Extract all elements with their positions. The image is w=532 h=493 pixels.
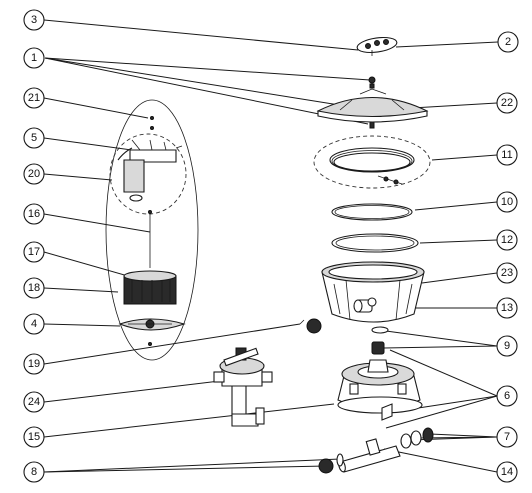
- callout-21: 21: [23, 87, 45, 109]
- callout-16: 16: [23, 203, 45, 225]
- callout-23: 23: [496, 262, 518, 284]
- callout-3: 3: [23, 9, 45, 31]
- part-bracket: [381, 403, 393, 421]
- callout-14: 14: [496, 461, 518, 483]
- part-end-caps: [318, 453, 344, 474]
- callout-18: 18: [23, 277, 45, 299]
- callout-13: 13: [496, 297, 518, 319]
- svg-text:22: 22: [501, 97, 513, 109]
- part-t-fitting: [338, 438, 401, 473]
- svg-text:3: 3: [31, 14, 37, 26]
- svg-text:19: 19: [28, 358, 40, 370]
- part-lid: [316, 88, 429, 123]
- svg-text:11: 11: [501, 149, 512, 161]
- callout-22: 22: [496, 92, 518, 114]
- svg-text:20: 20: [28, 168, 40, 180]
- callout-24: 24: [23, 391, 45, 413]
- part-screws: [368, 76, 376, 129]
- callout-1: 1: [23, 47, 45, 69]
- callout-8: 8: [23, 461, 45, 483]
- svg-text:15: 15: [28, 431, 40, 443]
- svg-text:12: 12: [501, 234, 513, 246]
- part-clamp-ring: [313, 135, 431, 189]
- callout-11: 11: [496, 144, 518, 166]
- part-internal-assembly: [105, 99, 199, 361]
- svg-text:8: 8: [31, 466, 37, 478]
- svg-text:6: 6: [504, 390, 510, 402]
- svg-text:13: 13: [501, 302, 513, 314]
- svg-text:5: 5: [31, 132, 37, 144]
- callout-6: 6: [496, 385, 518, 407]
- svg-text:17: 17: [28, 246, 40, 258]
- callout-9: 9: [496, 335, 518, 357]
- part-small-cap: [299, 318, 322, 334]
- part-multiport-valve: [213, 347, 273, 427]
- callout-12: 12: [496, 229, 518, 251]
- svg-text:16: 16: [28, 208, 40, 220]
- svg-text:4: 4: [31, 318, 37, 330]
- svg-text:7: 7: [504, 431, 510, 443]
- part-side-port: [353, 297, 377, 313]
- svg-text:14: 14: [501, 466, 513, 478]
- svg-text:9: 9: [504, 340, 510, 352]
- callout-4: 4: [23, 313, 45, 335]
- part-fittings: [400, 427, 434, 449]
- callout-10: 10: [496, 191, 518, 213]
- svg-text:2: 2: [505, 36, 511, 48]
- callout-15: 15: [23, 426, 45, 448]
- callout-7: 7: [496, 426, 518, 448]
- callout-5: 5: [23, 127, 45, 149]
- svg-text:23: 23: [501, 267, 513, 279]
- leader-lines: [43, 19, 499, 473]
- part-cover-plate: [356, 36, 398, 56]
- callout-19: 19: [23, 353, 45, 375]
- svg-text:21: 21: [28, 92, 40, 104]
- svg-text:18: 18: [28, 282, 40, 294]
- svg-text:10: 10: [501, 196, 513, 208]
- callout-17: 17: [23, 241, 45, 263]
- part-base-stand: [337, 359, 423, 414]
- callout-2: 2: [497, 31, 519, 53]
- part-o-ring-large: [331, 203, 413, 221]
- part-gasket-ring: [331, 233, 419, 253]
- svg-text:1: 1: [31, 52, 37, 64]
- svg-text:24: 24: [28, 396, 40, 408]
- callout-20: 20: [23, 163, 45, 185]
- part-o-rings-small: [371, 326, 389, 355]
- part-tank-bowl: [321, 261, 425, 323]
